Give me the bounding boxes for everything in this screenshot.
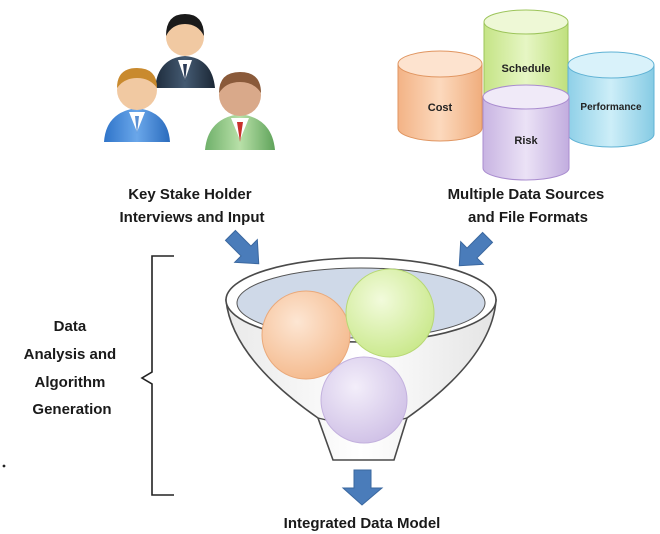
cylinder-risk: Risk xyxy=(482,84,570,181)
funnel-ball-green xyxy=(345,268,435,358)
stakeholders-label-line-2: Interviews and Input xyxy=(119,209,264,226)
data-sources-label: Multiple Data Sources and File Formats xyxy=(448,186,609,226)
stakeholders-label-line-1: Key Stake Holder xyxy=(128,186,252,203)
analysis-label-line-1: Data xyxy=(54,318,87,335)
data-sources-label-line-1: Multiple Data Sources xyxy=(448,186,605,203)
analysis-bracket xyxy=(140,255,174,496)
input-arrow-left-icon xyxy=(224,229,260,265)
cylinder-risk-label: Risk xyxy=(514,135,538,147)
data-sources-cylinders: Schedule Cost Performance Risk xyxy=(397,9,655,181)
output-arrow-icon xyxy=(341,469,384,506)
stakeholders-icon-group xyxy=(104,14,275,150)
stakeholders-label: Key Stake Holder Interviews and Input xyxy=(119,186,264,226)
analysis-label-line-4: Generation xyxy=(32,401,111,418)
person-green-suit-icon xyxy=(205,72,275,150)
person-blue-suit-icon xyxy=(104,68,170,142)
cylinder-performance: Performance xyxy=(567,51,655,148)
output-label: Integrated Data Model xyxy=(284,515,441,532)
analysis-label-line-2: Analysis and xyxy=(24,346,117,363)
analysis-label-line-3: Algorithm xyxy=(35,374,106,391)
cylinder-schedule-label: Schedule xyxy=(502,63,551,75)
cylinder-cost: Cost xyxy=(397,50,483,142)
analysis-label: Data Analysis and Algorithm Generation xyxy=(24,318,121,418)
funnel-ball-purple xyxy=(320,356,408,444)
cylinder-performance-label: Performance xyxy=(580,102,642,113)
funnel-ball-orange xyxy=(261,290,351,380)
stray-dot xyxy=(2,464,6,468)
person-dark-suit-icon xyxy=(155,14,215,88)
input-arrow-right-icon xyxy=(458,231,494,267)
data-sources-label-line-2: and File Formats xyxy=(468,209,588,226)
cylinder-cost-label: Cost xyxy=(428,102,453,114)
